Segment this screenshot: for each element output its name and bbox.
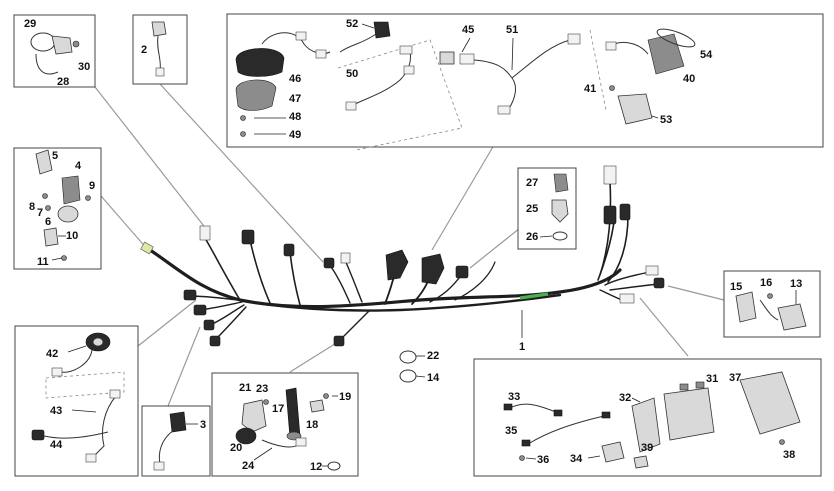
callout-42: 42 [46, 348, 58, 360]
callout-9: 9 [89, 180, 95, 192]
callout-50: 50 [346, 68, 358, 80]
leader-lines [94, 83, 725, 407]
callout-16: 16 [760, 277, 772, 289]
callout-49: 49 [289, 129, 301, 141]
harness-connectors [140, 165, 665, 347]
callout-1: 1 [519, 341, 525, 353]
callout-34: 34 [570, 453, 583, 465]
callout-29: 29 [24, 18, 36, 30]
callout-46: 46 [289, 73, 301, 85]
callout-25: 25 [526, 203, 538, 215]
callout-54: 54 [700, 49, 713, 61]
callout-39: 39 [641, 442, 653, 454]
callout-47: 47 [289, 93, 301, 105]
callout-53: 53 [660, 114, 672, 126]
callout-7: 7 [37, 207, 43, 219]
callout-41: 41 [584, 83, 596, 95]
callout-15: 15 [730, 281, 742, 293]
callout-26: 26 [526, 231, 538, 243]
callout-22: 22 [427, 350, 439, 362]
callout-19: 19 [339, 391, 351, 403]
callout-32: 32 [619, 392, 631, 404]
callout-6: 6 [45, 216, 51, 228]
callout-14: 14 [427, 372, 440, 384]
box-parts-13-16: 15 16 13 [723, 270, 821, 338]
callout-20: 20 [230, 442, 242, 454]
callout-40: 40 [683, 73, 695, 85]
callout-38: 38 [783, 449, 795, 461]
callout-12: 12 [310, 461, 322, 473]
callout-33: 33 [508, 391, 520, 403]
callout-36: 36 [537, 454, 549, 466]
box-parts-28-30: 29 30 28 [13, 14, 96, 88]
callout-4: 4 [75, 160, 82, 172]
box-parts-25-27: 27 25 26 [517, 167, 577, 250]
callout-8: 8 [29, 201, 35, 213]
callout-2: 2 [141, 44, 147, 56]
callout-45: 45 [462, 24, 474, 36]
callout-5: 5 [52, 150, 58, 162]
callout-37: 37 [729, 372, 741, 384]
callout-28: 28 [57, 76, 69, 88]
callout-13: 13 [790, 278, 802, 290]
callout-10: 10 [66, 230, 78, 242]
callout-51: 51 [506, 24, 518, 36]
callout-24: 24 [242, 460, 255, 472]
callout-3: 3 [200, 419, 206, 431]
callout-23: 23 [256, 383, 268, 395]
loose-rings: 22 14 [399, 350, 440, 384]
box-part-2: 2 [132, 14, 188, 85]
box-parts-42-44: 42 43 44 [14, 325, 139, 477]
box-ignition-group: 21 23 17 19 18 20 24 12 [211, 372, 359, 477]
callout-44: 44 [50, 439, 63, 451]
callout-11: 11 [37, 256, 49, 268]
box-battery-group: 33 35 36 34 32 31 37 39 38 [473, 358, 822, 477]
callout-43: 43 [50, 405, 62, 417]
callout-27: 27 [526, 177, 538, 189]
callout-17: 17 [272, 403, 284, 415]
callout-21: 21 [239, 382, 251, 394]
callout-18: 18 [306, 419, 318, 431]
callout-48: 48 [289, 111, 301, 123]
callout-31: 31 [706, 373, 718, 385]
callout-30: 30 [78, 61, 90, 73]
main-harness [148, 181, 659, 341]
callout-52: 52 [346, 18, 358, 30]
box-ecu-group: 46 47 48 49 52 50 45 51 54 40 [226, 13, 824, 151]
box-part-3: 3 [141, 405, 211, 477]
box-parts-4-11: 5 4 9 8 7 6 10 11 [13, 147, 102, 270]
callout-35: 35 [505, 425, 517, 437]
